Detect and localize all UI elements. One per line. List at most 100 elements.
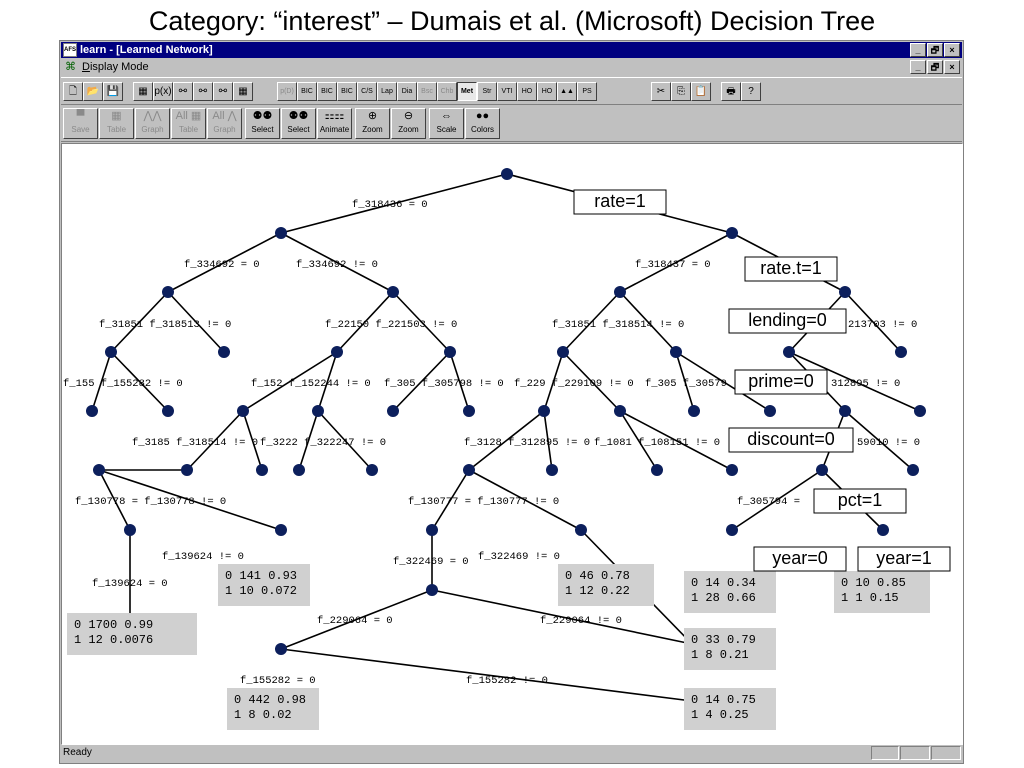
tree-node[interactable] — [426, 524, 438, 536]
tree-node[interactable] — [688, 405, 700, 417]
tree-node[interactable] — [895, 346, 907, 358]
tree-node[interactable] — [426, 584, 438, 596]
open-folder-button[interactable]: 📂 — [83, 82, 103, 101]
select-button[interactable]: ⚉⚉Select — [245, 108, 280, 139]
tree-node[interactable] — [444, 346, 456, 358]
score-chb-button[interactable]: Chb — [437, 82, 457, 101]
tree-node[interactable] — [86, 405, 98, 417]
close-button[interactable]: × — [944, 43, 960, 57]
score-ho-button[interactable]: HO — [517, 82, 537, 101]
tree-node[interactable] — [726, 524, 738, 536]
tree-node[interactable] — [293, 464, 305, 476]
score-pd-button[interactable]: p(D) — [277, 82, 297, 101]
tree-node[interactable] — [256, 464, 268, 476]
score-cs-button[interactable]: C/S — [357, 82, 377, 101]
tree-node[interactable] — [538, 405, 550, 417]
score-str-button[interactable]: Str — [477, 82, 497, 101]
mdi-restore-button[interactable]: 🗗 — [927, 60, 943, 74]
tree-edge — [167, 232, 282, 293]
menu-display-mode[interactable]: Display Mode — [82, 61, 149, 73]
graph-button[interactable]: ⋀⋀Graph — [135, 108, 170, 139]
tree-node[interactable] — [501, 168, 513, 180]
network-arrow-button[interactable]: ⚯ — [193, 82, 213, 101]
table-button[interactable]: ▦Table — [99, 108, 134, 139]
grid-button[interactable]: ▦ — [133, 82, 153, 101]
score--button[interactable]: ▲▲ — [557, 82, 577, 101]
tree-node[interactable] — [614, 405, 626, 417]
restore-button[interactable]: 🗗 — [927, 43, 943, 57]
tree-node[interactable] — [877, 524, 889, 536]
tree-node[interactable] — [105, 346, 117, 358]
tree-node[interactable] — [839, 405, 851, 417]
select-icon: ⚉⚉ — [252, 110, 273, 122]
tree-node[interactable] — [575, 524, 587, 536]
all-table-button[interactable]: All ▦Table — [171, 108, 206, 139]
minimize-button[interactable]: _ — [910, 43, 926, 57]
tree-node[interactable] — [218, 346, 230, 358]
tree-node[interactable] — [237, 405, 249, 417]
tree-node[interactable] — [783, 346, 795, 358]
paste-button[interactable]: 📋 — [691, 82, 711, 101]
tree-node[interactable] — [670, 346, 682, 358]
tree-node[interactable] — [124, 524, 136, 536]
score-ps-button[interactable]: PS — [577, 82, 597, 101]
tree-node[interactable] — [162, 286, 174, 298]
tree-node[interactable] — [312, 405, 324, 417]
select-red-button[interactable]: ⚉⚉Select — [281, 108, 316, 139]
pdx-button[interactable]: p(x) — [153, 82, 173, 101]
tree-node[interactable] — [387, 405, 399, 417]
animate-button[interactable]: ⚏⚏Animate — [317, 108, 352, 139]
mdi-minimize-button[interactable]: _ — [910, 60, 926, 74]
tree-node[interactable] — [726, 227, 738, 239]
score-met-button[interactable]: Met — [457, 82, 477, 101]
score-bic-button[interactable]: BIC — [297, 82, 317, 101]
tree-node[interactable] — [839, 286, 851, 298]
tree-node[interactable] — [546, 464, 558, 476]
score-vti-button[interactable]: VTI — [497, 82, 517, 101]
network-arrow-icon: ⚯ — [198, 86, 208, 97]
tree-node[interactable] — [275, 643, 287, 655]
tree-node[interactable] — [764, 405, 776, 417]
zoom-in-button[interactable]: ⊕Zoom — [355, 108, 390, 139]
tree-node[interactable] — [907, 464, 919, 476]
tree-node[interactable] — [93, 464, 105, 476]
save-button[interactable]: ▀Save — [63, 108, 98, 139]
tree-node[interactable] — [463, 405, 475, 417]
copy-button[interactable]: ⎘ — [671, 82, 691, 101]
window-titlebar[interactable]: AFS learn - [Learned Network] _ 🗗 × — [61, 42, 962, 58]
zoom-out-button[interactable]: ⊖Zoom — [391, 108, 426, 139]
score-bsc-button[interactable]: Bsc — [417, 82, 437, 101]
cut-button[interactable]: ✂ — [651, 82, 671, 101]
colors-button[interactable]: ●●Colors — [465, 108, 500, 139]
tree-node[interactable] — [366, 464, 378, 476]
tree-node[interactable] — [726, 464, 738, 476]
score-bic-button[interactable]: BIC — [337, 82, 357, 101]
all-graph-button[interactable]: All ⋀Graph — [207, 108, 242, 139]
mdi-close-button[interactable]: × — [944, 60, 960, 74]
score-ho-button[interactable]: HO — [537, 82, 557, 101]
score-dia-button[interactable]: Dia — [397, 82, 417, 101]
new-file-button[interactable]: 🗋 — [63, 82, 83, 101]
tree-node[interactable] — [816, 464, 828, 476]
tree-node[interactable] — [557, 346, 569, 358]
tree-node[interactable] — [162, 405, 174, 417]
score-bic-button[interactable]: BIC — [317, 82, 337, 101]
calendar-button[interactable]: ▦ — [233, 82, 253, 101]
tree-node[interactable] — [275, 524, 287, 536]
tree-node[interactable] — [651, 464, 663, 476]
save-disk-button[interactable]: 💾 — [103, 82, 123, 101]
network-button[interactable]: ⚯ — [173, 82, 193, 101]
help-button[interactable]: ? — [741, 82, 761, 101]
tree-node[interactable] — [614, 286, 626, 298]
tree-node[interactable] — [275, 227, 287, 239]
print-button[interactable]: 🖶 — [721, 82, 741, 101]
tree-node[interactable] — [463, 464, 475, 476]
tree-node[interactable] — [181, 464, 193, 476]
tree-node[interactable] — [387, 286, 399, 298]
tree-node[interactable] — [914, 405, 926, 417]
score-lap-button[interactable]: Lap — [377, 82, 397, 101]
network-yellow-button[interactable]: ⚯ — [213, 82, 233, 101]
scale-button[interactable]: ⇔Scale — [429, 108, 464, 139]
tree-node[interactable] — [331, 346, 343, 358]
